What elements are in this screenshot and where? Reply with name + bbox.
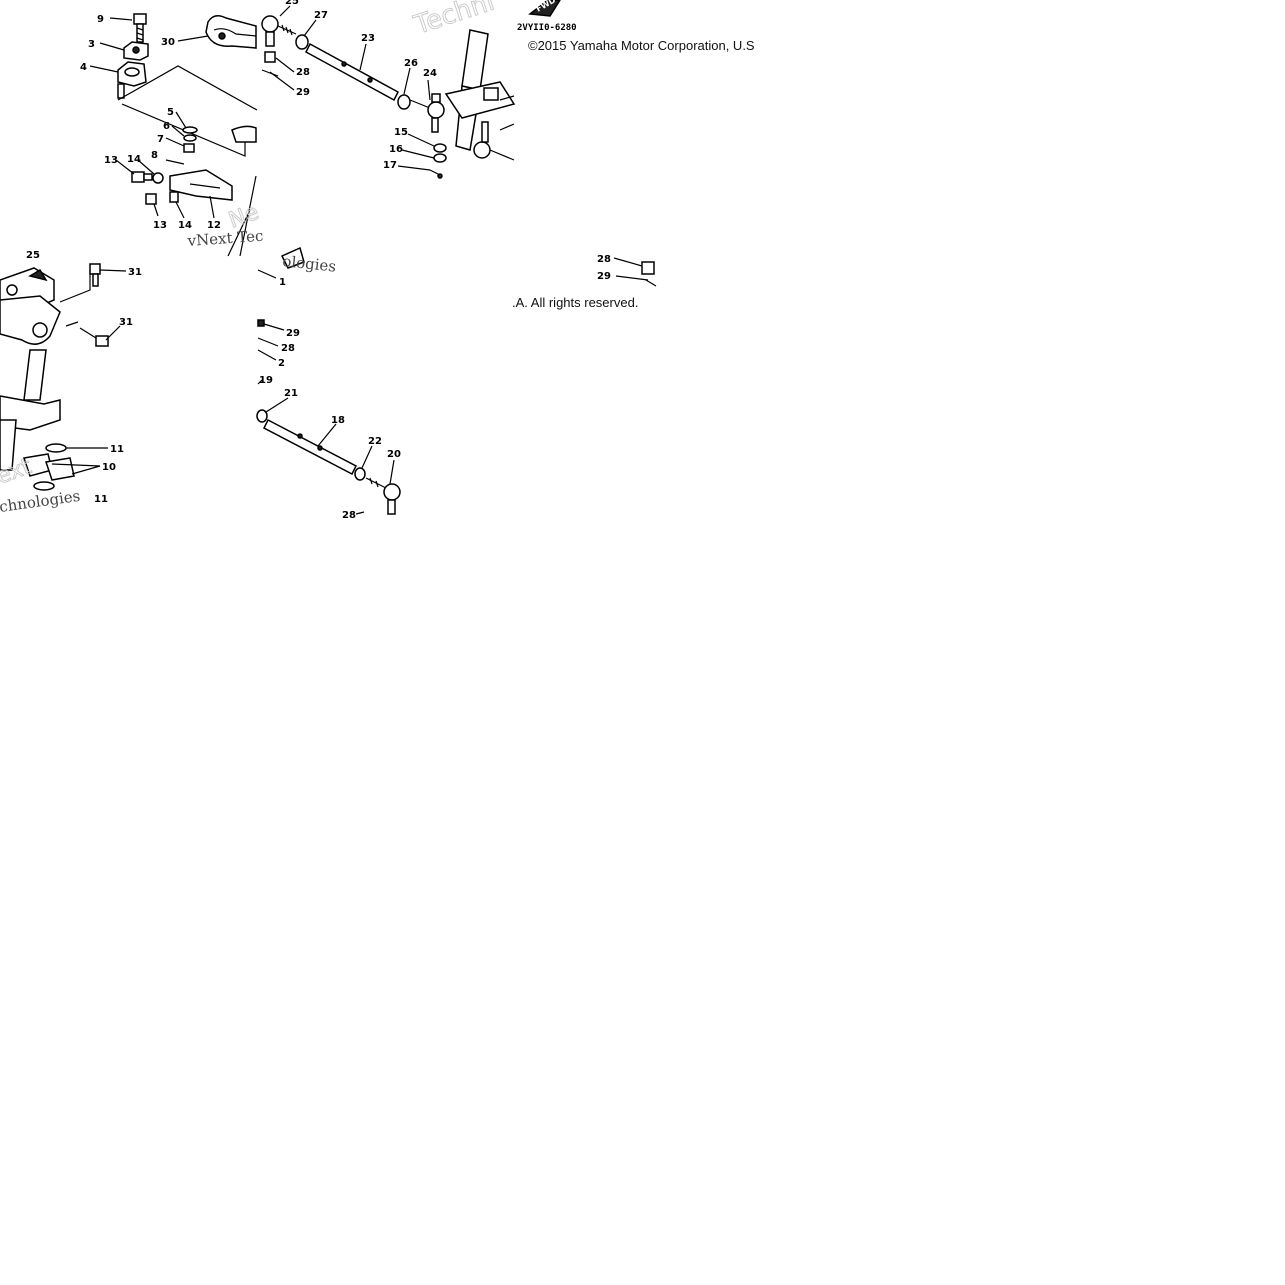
callout-6: 6 — [163, 121, 170, 132]
callout-10: 10 — [102, 462, 116, 473]
callout-29-d: 29 — [597, 271, 611, 282]
callout-28-d: 28 — [597, 254, 611, 265]
callout-19: 19 — [259, 375, 273, 386]
callout-8: 8 — [151, 150, 158, 161]
tie-rod-18-part — [262, 418, 358, 476]
part-code: 2VYII0-6280 — [517, 23, 577, 33]
callout-23: 23 — [361, 33, 375, 44]
tie-rod-end-20-part — [365, 477, 401, 515]
copyright-bottom: .A. All rights reserved. — [512, 295, 639, 310]
callouts-top-mid: 25 27 23 28 29 26 24 15 16 17 — [285, 0, 437, 171]
callout-31-a: 31 — [128, 267, 142, 278]
fwd-badge: FWD — [528, 0, 561, 17]
callout-25-b: 25 — [26, 250, 40, 261]
callout-3: 3 — [88, 39, 95, 50]
callout-27: 27 — [314, 10, 328, 21]
callout-22: 22 — [368, 436, 382, 447]
callout-31-b: 31 — [119, 317, 133, 328]
callout-1: 1 — [279, 277, 286, 288]
watermark-b: vNext Tec — [186, 227, 264, 250]
callout-2: 2 — [278, 358, 285, 369]
callout-13-b: 13 — [153, 220, 167, 231]
tie-rod-end-25-part — [261, 15, 297, 47]
callout-28: 28 — [296, 67, 310, 78]
steering-column-part — [444, 29, 516, 151]
callout-30: 30 — [161, 37, 175, 48]
copyright-top: ©2015 Yamaha Motor Corporation, U.S — [528, 38, 755, 53]
bolt-31-upper-part — [89, 263, 101, 287]
watermark-c: ologies — [282, 252, 337, 276]
callout-13-a: 13 — [104, 155, 118, 166]
callout-20: 20 — [387, 449, 401, 460]
callout-12: 12 — [207, 220, 221, 231]
tie-rod-end-24-part — [409, 93, 445, 133]
callout-21: 21 — [284, 388, 298, 399]
holder-3-part — [123, 41, 149, 61]
callout-14-b: 14 — [178, 220, 192, 231]
tie-rod-23-part — [305, 42, 399, 102]
leader-lines — [51, 5, 435, 485]
callout-29: 29 — [296, 87, 310, 98]
callout-5: 5 — [167, 107, 174, 118]
callout-28-c: 28 — [342, 510, 356, 521]
tie-rod-end-right-part — [473, 121, 515, 161]
callouts-bottom-left: 25 31 31 11 10 11 — [26, 250, 142, 505]
callout-17: 17 — [383, 160, 397, 171]
callout-15: 15 — [394, 127, 408, 138]
watermark-d: chnologies — [0, 487, 81, 516]
tile-bottom-right — [613, 257, 657, 287]
callout-4: 4 — [80, 62, 87, 73]
callout-29-b: 29 — [286, 328, 300, 339]
holder-4-part — [117, 61, 147, 99]
callout-11-b: 11 — [94, 494, 108, 505]
callouts-bottom-right: 28 29 — [597, 254, 611, 282]
callout-16: 16 — [389, 144, 403, 155]
bolt-9-part — [133, 13, 147, 43]
callout-14-a: 14 — [127, 154, 141, 165]
callout-28-b: 28 — [281, 343, 295, 354]
callout-7: 7 — [157, 134, 164, 145]
tile-top-left — [117, 13, 258, 257]
nut-27-part — [295, 34, 309, 50]
lever-assembly-part — [131, 169, 233, 205]
tile-bottom-left: ext chnologies — [0, 263, 109, 516]
tile-bottom-mid: ologies — [256, 246, 401, 515]
frame-bracket-part — [0, 267, 61, 345]
handlebar-30-part — [205, 15, 257, 49]
bolt-31-lower-part — [79, 327, 109, 347]
callouts-bottom-mid: 1 29 28 2 19 21 18 22 20 28 — [259, 277, 401, 521]
callout-11-a: 11 — [110, 444, 124, 455]
tile-top-mid: Techni — [261, 0, 516, 179]
callout-18: 18 — [331, 415, 345, 426]
callout-24: 24 — [423, 68, 437, 79]
callout-25: 25 — [285, 0, 299, 7]
lower-column-part — [0, 349, 61, 471]
callout-26: 26 — [404, 58, 418, 69]
washer-stack-part — [182, 126, 198, 153]
callout-9: 9 — [97, 14, 104, 25]
callouts-top-left: 9 3 4 30 5 6 7 8 13 14 13 14 12 — [80, 14, 221, 231]
